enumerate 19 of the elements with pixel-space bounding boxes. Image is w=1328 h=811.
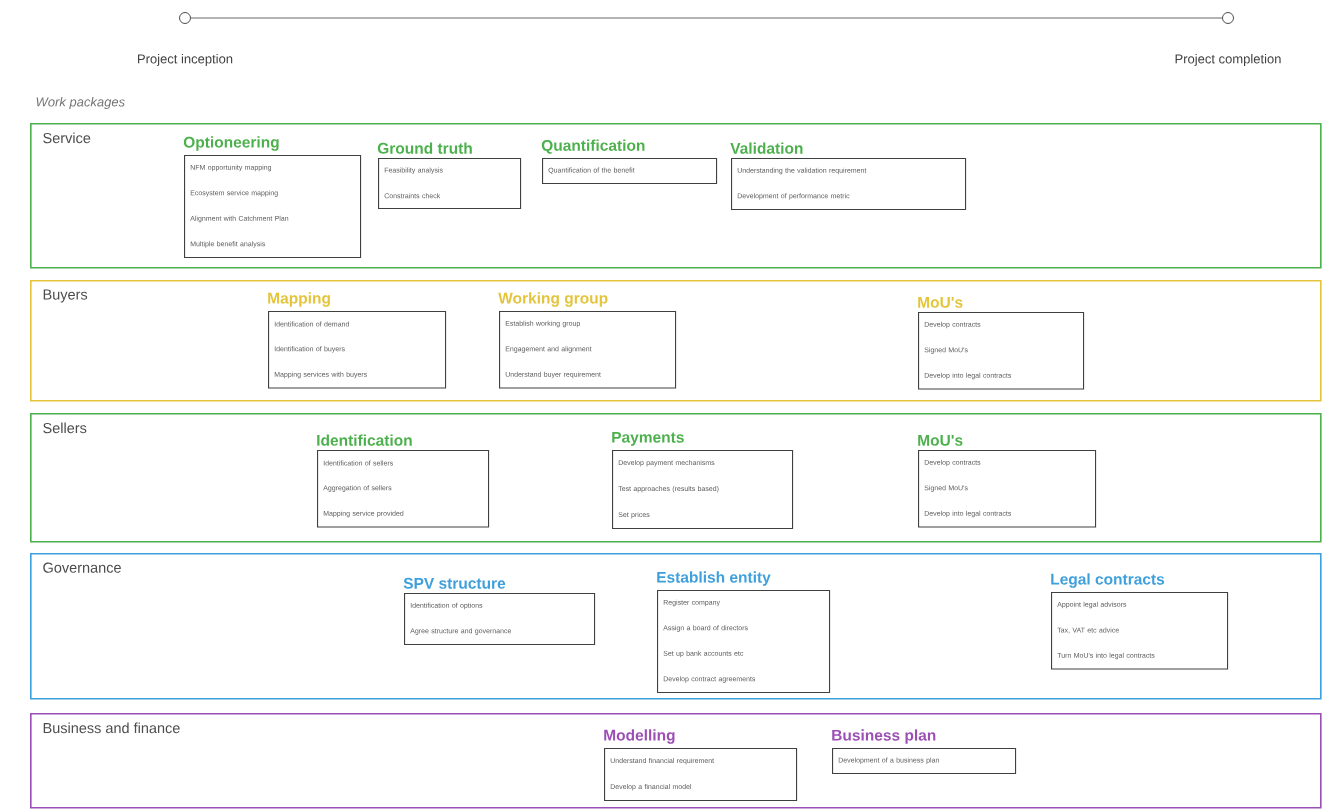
node-label: Modelling (604, 729, 675, 744)
node-label: Legal contracts (1051, 573, 1165, 588)
node-label: SPV structure (403, 577, 506, 589)
node-label: Establish entity (657, 571, 771, 586)
timeline-line (190, 17, 1223, 19)
node-label: Identification (317, 434, 412, 446)
node-label: MoU's (918, 434, 963, 446)
node-label: Optioneering (183, 136, 279, 151)
node-label: Validation (730, 142, 803, 154)
node-label: Quantification (541, 139, 645, 154)
node-label: Business plan (832, 729, 936, 744)
milestone-label: Project completion (1175, 53, 1281, 67)
node-label: Mapping (268, 292, 330, 307)
node-label: MoU's (918, 296, 963, 308)
section-label: Work packages (36, 96, 125, 110)
milestone-label: Project inception (138, 53, 233, 67)
node-label: Ground truth (377, 142, 472, 154)
node-label: Working group (498, 292, 608, 307)
node-label: Payments (612, 431, 684, 446)
